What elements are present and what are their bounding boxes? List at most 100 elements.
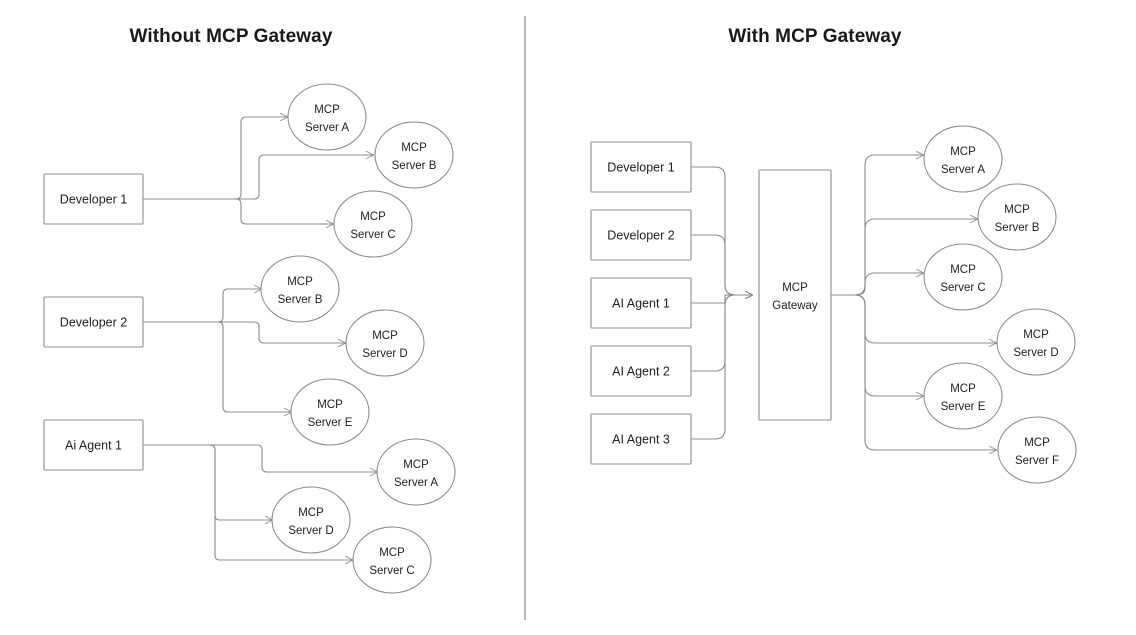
- edge-dev2-to-server-e: [214, 321, 291, 412]
- edge-r-ai3-to-gateway: [690, 295, 752, 440]
- left-server-b-1[interactable]: MCP Server B: [374, 121, 454, 189]
- left-server-b-2[interactable]: MCP Server B: [260, 255, 340, 323]
- edge-gateway-to-server-e: [830, 294, 923, 396]
- edge-dev2-to-server-b: [214, 289, 261, 323]
- left-server-a-1[interactable]: MCP Server A: [287, 83, 367, 151]
- right-server-e[interactable]: MCP Server E: [923, 362, 1003, 430]
- right-server-b-line1: MCP: [1004, 204, 1030, 216]
- right-client-developer-1[interactable]: Developer 1: [590, 141, 692, 193]
- left-server-c-2[interactable]: MCP Server C: [352, 526, 432, 594]
- left-server-ellipse-e-1[interactable]: [290, 378, 370, 446]
- left-server-c-2-line2: Server C: [369, 565, 414, 577]
- left-server-ellipse-d-2[interactable]: [271, 486, 351, 554]
- right-panel-title: With MCP Gateway: [728, 26, 901, 47]
- mcp-gateway-node[interactable]: MCP Gateway: [758, 169, 832, 421]
- left-server-d-2[interactable]: MCP Server D: [271, 486, 351, 554]
- edge-dev1-to-server-b: [230, 155, 373, 200]
- right-client-developer-2[interactable]: Developer 2: [590, 209, 692, 261]
- right-server-ellipse-f[interactable]: [997, 416, 1077, 484]
- left-server-e-1-line2: Server E: [308, 417, 353, 429]
- edge-r-ai1-to-gateway: [690, 295, 752, 304]
- right-client-label-ai-agent-2: AI Agent 2: [612, 365, 670, 379]
- edge-r-dev1-to-gateway: [690, 166, 752, 295]
- left-server-b-2-line2: Server B: [278, 294, 323, 306]
- right-server-d[interactable]: MCP Server D: [996, 308, 1076, 376]
- left-server-c-1[interactable]: MCP Server C: [333, 190, 413, 258]
- edge-gateway-to-server-a: [830, 155, 923, 296]
- right-server-e-line2: Server E: [941, 401, 986, 413]
- edge-ai1-to-server-a: [206, 444, 377, 472]
- left-server-a-2[interactable]: MCP Server A: [376, 438, 456, 506]
- left-server-d-2-line2: Server D: [288, 525, 333, 537]
- right-client-ai-agent-2[interactable]: AI Agent 2: [590, 345, 692, 397]
- left-server-b-1-line1: MCP: [401, 142, 427, 154]
- right-client-box-ai-agent-3[interactable]: [590, 413, 692, 465]
- right-server-e-line1: MCP: [950, 383, 976, 395]
- edge-r-dev2-to-gateway: [690, 234, 752, 295]
- left-server-b-1-line2: Server B: [392, 160, 437, 172]
- right-server-f[interactable]: MCP Server F: [997, 416, 1077, 484]
- left-server-ellipse-a-1[interactable]: [287, 83, 367, 151]
- right-server-ellipse-d[interactable]: [996, 308, 1076, 376]
- left-server-a-1-line1: MCP: [314, 104, 340, 116]
- left-panel-group: Developer 1 Developer 2 Ai Agent 1 MCP S…: [43, 83, 456, 594]
- right-client-label-developer-1: Developer 1: [607, 161, 674, 175]
- left-client-label-developer-2: Developer 2: [60, 316, 127, 330]
- left-server-ellipse-c-2[interactable]: [352, 526, 432, 594]
- left-server-c-1-line1: MCP: [360, 211, 386, 223]
- left-client-box-ai-agent-1[interactable]: [43, 419, 144, 471]
- left-server-a-2-line1: MCP: [403, 459, 429, 471]
- right-edges-gateway-to-servers: [830, 155, 996, 450]
- right-client-box-ai-agent-1[interactable]: [590, 277, 692, 329]
- right-client-box-developer-2[interactable]: [590, 209, 692, 261]
- right-server-b-line2: Server B: [995, 222, 1040, 234]
- right-client-label-developer-2: Developer 2: [607, 229, 674, 243]
- right-server-ellipse-e[interactable]: [923, 362, 1003, 430]
- left-server-b-2-line1: MCP: [287, 276, 313, 288]
- left-server-d-1[interactable]: MCP Server D: [345, 309, 425, 377]
- edge-r-ai2-to-gateway: [690, 295, 752, 372]
- left-server-e-1[interactable]: MCP Server E: [290, 378, 370, 446]
- edge-dev2-to-server-d: [214, 321, 345, 343]
- right-client-ai-agent-1[interactable]: AI Agent 1: [590, 277, 692, 329]
- left-client-box-developer-2[interactable]: [43, 296, 144, 348]
- left-server-ellipse-d-1[interactable]: [345, 309, 425, 377]
- left-client-box-developer-1[interactable]: [43, 173, 144, 225]
- right-client-label-ai-agent-3: AI Agent 3: [612, 433, 670, 447]
- right-edges-clients-to-gateway: [690, 166, 752, 440]
- right-server-a[interactable]: MCP Server A: [923, 125, 1003, 193]
- mcp-gateway-box[interactable]: [758, 169, 832, 421]
- left-server-ellipse-b-2[interactable]: [260, 255, 340, 323]
- left-edges-developer-1: [142, 117, 373, 224]
- right-server-c-line2: Server C: [940, 282, 985, 294]
- left-server-c-2-line1: MCP: [379, 547, 405, 559]
- right-server-c-line1: MCP: [950, 264, 976, 276]
- edge-dev1-to-server-c: [230, 198, 333, 224]
- right-panel-group: Developer 1 Developer 2 AI Agent 1 AI Ag…: [590, 125, 1077, 484]
- left-client-ai-agent-1[interactable]: Ai Agent 1: [43, 419, 144, 471]
- right-server-f-line2: Server F: [1015, 455, 1059, 467]
- edge-gateway-to-server-c: [830, 273, 923, 296]
- mcp-gateway-line1: MCP: [782, 282, 808, 294]
- right-client-box-ai-agent-2[interactable]: [590, 345, 692, 397]
- left-client-developer-1[interactable]: Developer 1: [43, 173, 144, 225]
- left-client-developer-2[interactable]: Developer 2: [43, 296, 144, 348]
- left-server-ellipse-c-1[interactable]: [333, 190, 413, 258]
- left-server-d-1-line1: MCP: [372, 330, 398, 342]
- right-client-box-developer-1[interactable]: [590, 141, 692, 193]
- right-server-a-line1: MCP: [950, 146, 976, 158]
- right-client-label-ai-agent-1: AI Agent 1: [612, 297, 670, 311]
- left-server-ellipse-b-1[interactable]: [374, 121, 454, 189]
- right-server-c[interactable]: MCP Server C: [923, 243, 1003, 311]
- left-server-c-1-line2: Server C: [350, 229, 395, 241]
- right-server-ellipse-b[interactable]: [977, 183, 1057, 251]
- right-server-ellipse-c[interactable]: [923, 243, 1003, 311]
- right-server-ellipse-a[interactable]: [923, 125, 1003, 193]
- left-server-ellipse-a-2[interactable]: [376, 438, 456, 506]
- mcp-gateway-line2: Gateway: [772, 300, 818, 312]
- left-server-d-2-line1: MCP: [298, 507, 324, 519]
- right-server-b[interactable]: MCP Server B: [977, 183, 1057, 251]
- left-server-a-2-line2: Server A: [394, 477, 438, 489]
- right-client-ai-agent-3[interactable]: AI Agent 3: [590, 413, 692, 465]
